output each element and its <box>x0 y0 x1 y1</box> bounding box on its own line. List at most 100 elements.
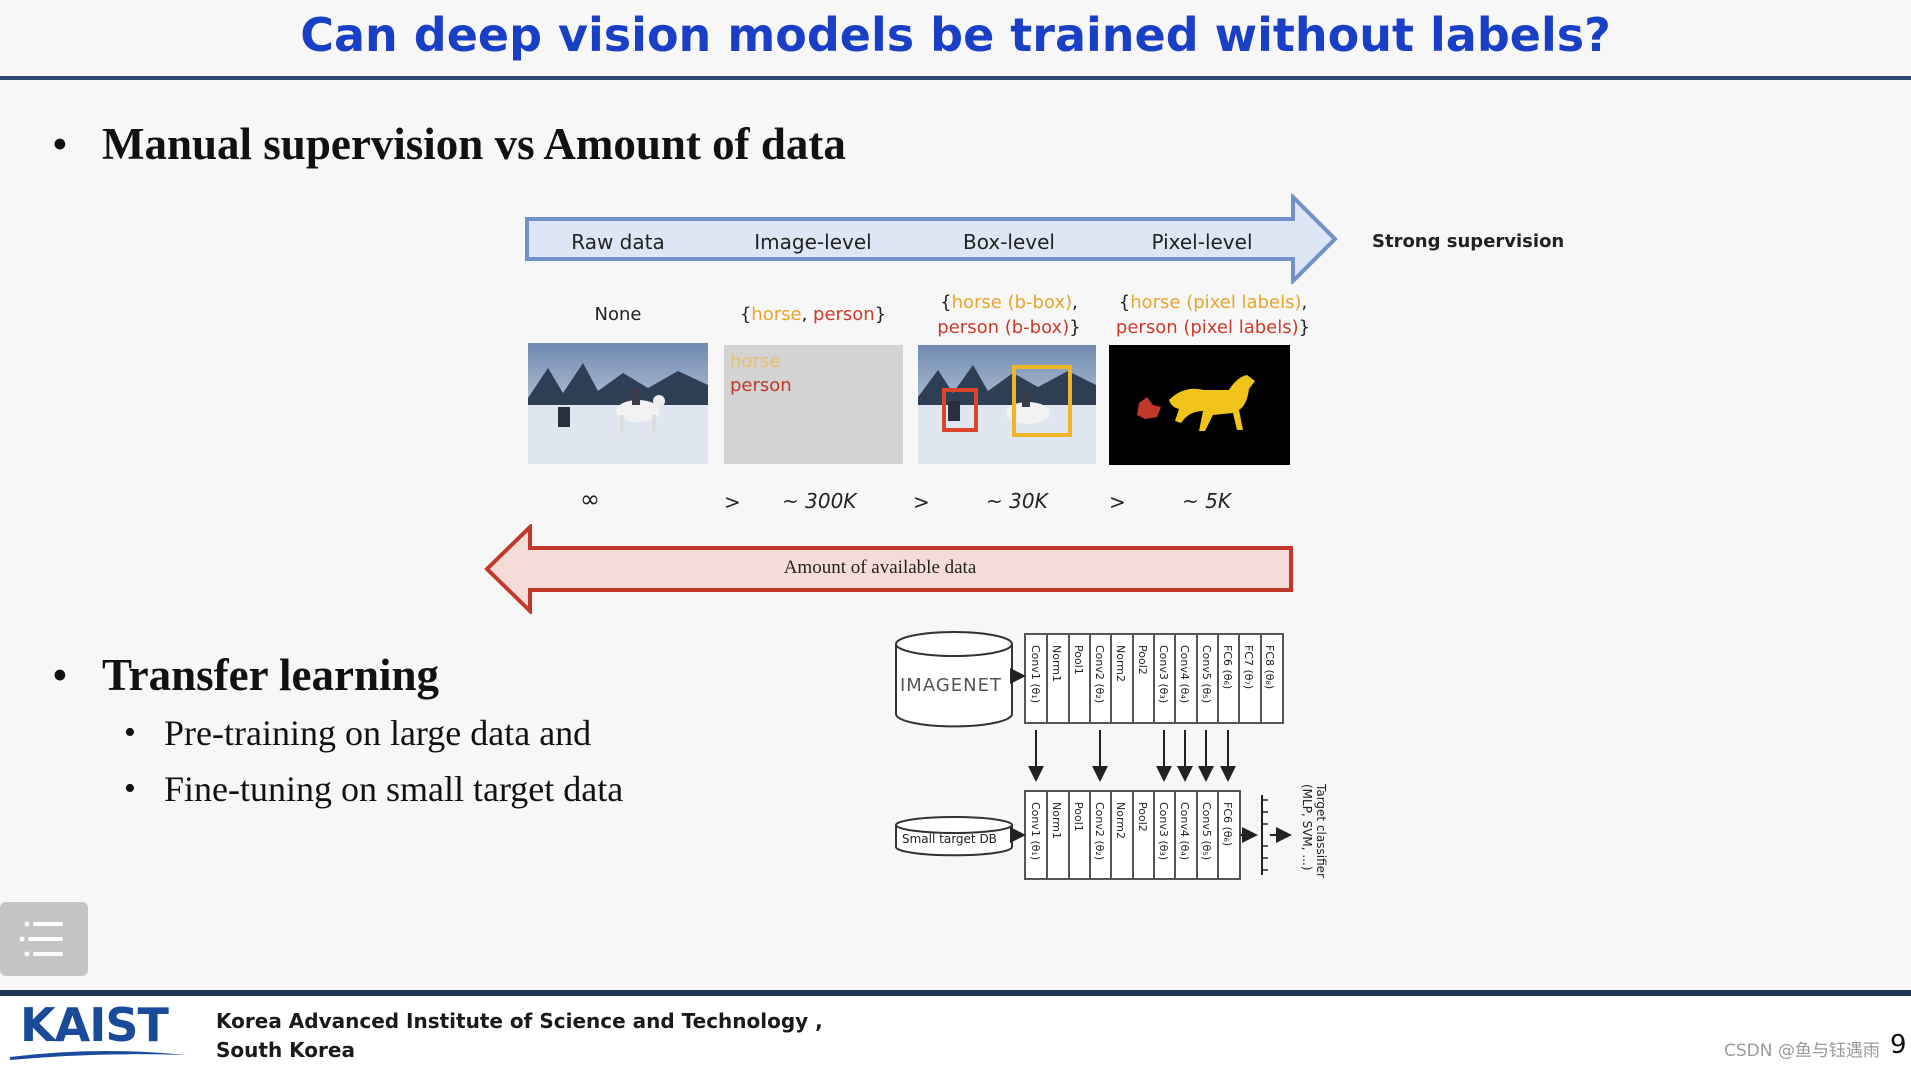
layer-divider <box>1046 635 1048 722</box>
layer-divider <box>1238 635 1240 722</box>
layer-divider <box>1153 635 1155 722</box>
watermark: CSDN @鱼与钰遇雨 <box>1724 1041 1880 1061</box>
layer-divider <box>1068 792 1070 878</box>
footer <box>0 996 1911 1065</box>
footer-institution: Korea Advanced Institute of Science and … <box>216 1007 823 1065</box>
layer-label: Norm2 <box>1114 802 1127 840</box>
layer-divider <box>1217 635 1219 722</box>
brace-close: } <box>874 304 887 325</box>
layer-label: Conv4 (θ₄) <box>1178 645 1191 704</box>
bbox-image <box>918 345 1096 464</box>
label-person-pixel: person (pixel labels) <box>1115 317 1299 338</box>
imagenet-label: IMAGENET <box>900 675 1002 696</box>
layer-label: Conv1 (θ₁) <box>1029 645 1042 704</box>
sub-bullet-pretraining: Pre-training on large data and <box>164 713 592 753</box>
label-horse-pixel: horse (pixel labels) <box>1130 292 1302 313</box>
layer-divider <box>1196 792 1198 878</box>
layer-label: Pool2 <box>1136 802 1149 832</box>
gt-3: > <box>1109 490 1126 514</box>
target-classifier-label: Target classifier (MLP, SVM, ...) <box>1300 784 1328 878</box>
layer-divider <box>1068 635 1070 722</box>
bullet-dot: • <box>52 119 68 169</box>
supervision-arrow <box>525 194 1338 284</box>
step-image-level: Image-level <box>754 230 872 254</box>
footer-divider <box>0 990 1911 996</box>
label-comma: , <box>801 304 814 325</box>
data-amount-label: Amount of available data <box>783 557 977 578</box>
step-pixel-level: Pixel-level <box>1151 230 1253 254</box>
count-infinity: ∞ <box>580 485 600 513</box>
small-db-label: Small target DB <box>902 832 997 846</box>
layer-divider <box>1217 792 1219 878</box>
layer-label: Conv2 (θ₂) <box>1093 802 1106 861</box>
footer-line1: Korea Advanced Institute of Science and … <box>216 1009 823 1033</box>
label-person-bbox: person (b-box) <box>937 317 1070 338</box>
finetuned-network: Conv1 (θ₁) Norm1 Pool1 Conv2 (θ₂) Norm2 … <box>1024 790 1241 880</box>
layer-label: FC6 (θ₆) <box>1221 645 1234 690</box>
strong-supervision-label: Strong supervision <box>1372 231 1565 252</box>
layer-divider <box>1110 792 1112 878</box>
pretrained-network: Conv1 (θ₁) Norm1 Pool1 Conv2 (θ₂) Norm2 … <box>1024 633 1284 724</box>
transfer-arrows <box>1010 668 1292 875</box>
layer-divider <box>1196 635 1198 722</box>
count-5k: ~ 5K <box>1182 489 1231 513</box>
layer-label: Conv5 (θ₅) <box>1200 645 1213 704</box>
layer-label: Conv3 (θ₃) <box>1157 645 1170 704</box>
sub-bullet-finetuning: Fine-tuning on small target data <box>164 769 624 809</box>
layer-label: FC6 (θ₆) <box>1221 802 1234 847</box>
label-placeholder-image: horse person <box>724 345 903 464</box>
layer-label: Pool1 <box>1072 645 1085 675</box>
gray-horse-text: horse <box>730 351 781 372</box>
label-person: person <box>813 304 875 325</box>
footer-line2: South Korea <box>216 1038 355 1062</box>
layer-divider <box>1110 635 1112 722</box>
sub-bullet-dot: • <box>124 770 136 807</box>
layer-divider <box>1174 792 1176 878</box>
raw-image <box>528 343 708 464</box>
title-divider <box>0 76 1911 80</box>
layer-divider <box>1046 792 1048 878</box>
layer-label: Conv1 (θ₁) <box>1029 802 1042 861</box>
bullet-dot: • <box>52 650 68 700</box>
imagenet-database-icon <box>895 631 1013 728</box>
page-number: 9 <box>1890 1030 1907 1060</box>
layer-divider <box>1260 635 1262 722</box>
layer-label: Conv3 (θ₃) <box>1157 802 1170 861</box>
layer-divider <box>1153 792 1155 878</box>
label-horse-bbox: horse (b-box) <box>951 292 1073 313</box>
kaist-logo-swoosh <box>10 1050 186 1060</box>
layer-label: Conv4 (θ₄) <box>1178 802 1191 861</box>
data-amount-arrow <box>484 524 1293 614</box>
annotation-image-level: {horse, person} <box>713 302 913 327</box>
bullet-transfer-learning: Transfer learning <box>102 650 440 700</box>
count-300k: ~ 300K <box>782 489 857 513</box>
layer-divider <box>1089 792 1091 878</box>
layer-label: Norm1 <box>1050 645 1063 683</box>
layer-label: Conv5 (θ₅) <box>1200 802 1213 861</box>
step-box-level: Box-level <box>963 230 1055 254</box>
layer-label: Norm1 <box>1050 802 1063 840</box>
layer-label: FC8 (θ₈) <box>1263 645 1276 690</box>
count-30k: ~ 30K <box>986 489 1048 513</box>
small-db-icon <box>895 816 1013 857</box>
brace-open: { <box>739 304 752 325</box>
layer-label: Conv2 (θ₂) <box>1093 645 1106 704</box>
layer-label: Pool1 <box>1072 802 1085 832</box>
bullet-manual-supervision: Manual supervision vs Amount of data <box>102 119 846 169</box>
gt-1: > <box>724 490 741 514</box>
annotation-none: None <box>594 304 642 325</box>
layer-label: FC7 (θ₇) <box>1242 645 1255 690</box>
annotation-pixel-level: {horse (pixel labels), person (pixel lab… <box>1115 292 1311 338</box>
menu-button[interactable] <box>0 902 88 976</box>
label-horse: horse <box>751 304 802 325</box>
layer-label: Pool2 <box>1136 645 1149 675</box>
layer-label: Norm2 <box>1114 645 1127 683</box>
layer-divider <box>1132 792 1134 878</box>
sub-bullet-dot: • <box>124 714 136 751</box>
annotation-box-level: {horse (b-box), person (b-box)} <box>937 292 1081 338</box>
layer-divider <box>1089 635 1091 722</box>
gray-person-text: person <box>730 375 792 396</box>
layer-divider <box>1132 635 1134 722</box>
menu-icon <box>19 921 63 957</box>
